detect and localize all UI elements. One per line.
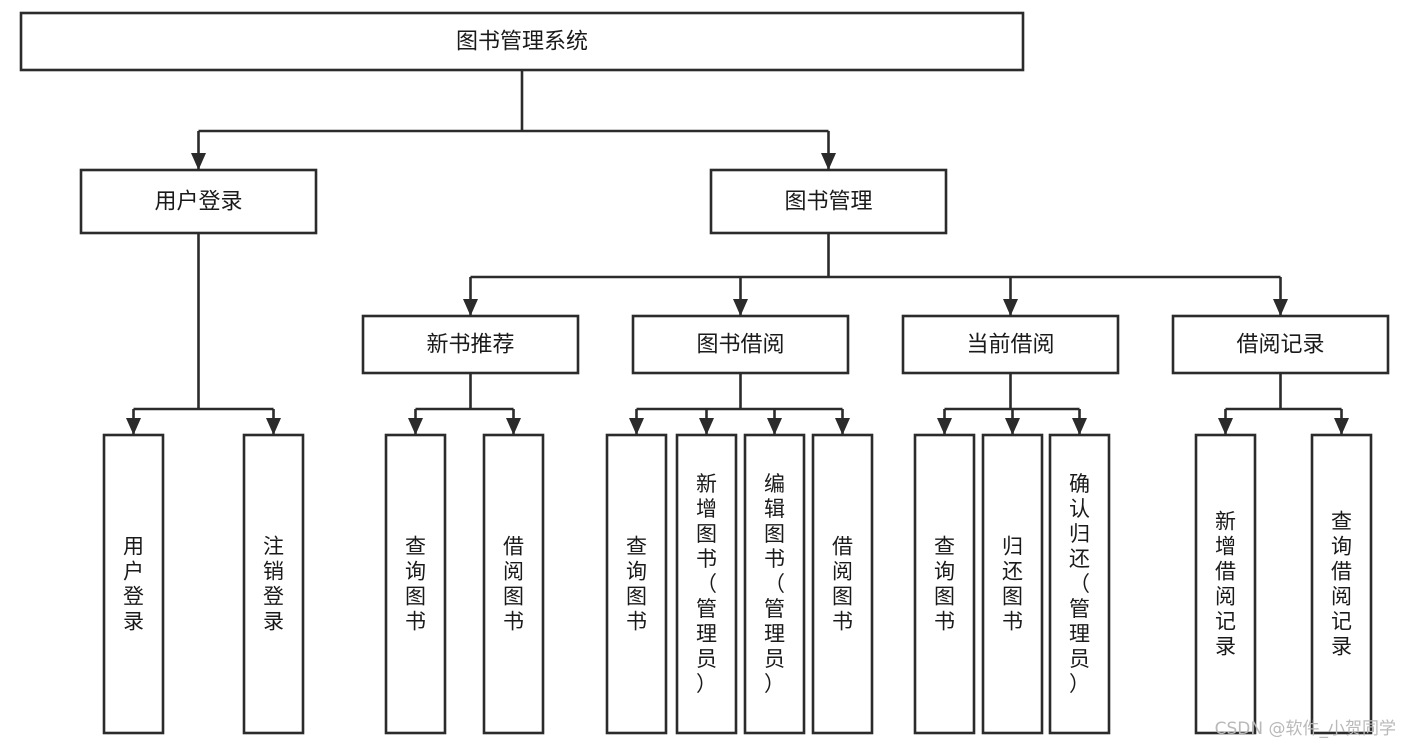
arrow-head-icon [408, 418, 423, 435]
node-label: 确认归还（管理员） [1069, 472, 1090, 696]
node-label: 注销登录 [263, 535, 284, 634]
arrow-head-icon [767, 418, 782, 435]
arrow-head-icon [937, 418, 952, 435]
connector-layer [126, 70, 1349, 435]
node-leaf-4[interactable]: 查询图书 [605, 433, 668, 735]
node-leaf-0[interactable]: 用户登录 [102, 433, 165, 735]
node-leaf-5[interactable]: 新增图书（管理员） [675, 433, 738, 735]
node-box [482, 433, 545, 735]
node-label: 查询图书 [405, 535, 426, 634]
node-root-0[interactable]: 图书管理系统 [19, 11, 1025, 72]
node-leaf-12[interactable]: 查询借阅记录 [1310, 433, 1373, 735]
node-label: 新增借阅记录 [1215, 510, 1236, 659]
node-level3-2[interactable]: 当前借阅 [901, 314, 1120, 375]
node-level3-1[interactable]: 图书借阅 [631, 314, 850, 375]
node-leaf-9[interactable]: 归还图书 [981, 433, 1044, 735]
arrow-head-icon [835, 418, 850, 435]
node-label: 图书管理系统 [456, 30, 588, 55]
arrow-head-icon [821, 153, 836, 170]
arrow-head-icon [1005, 418, 1020, 435]
arrow-head-icon [1003, 299, 1018, 316]
node-box [709, 168, 948, 235]
node-label: 图书借阅 [696, 333, 784, 358]
arrow-head-icon [506, 418, 521, 435]
arrow-head-icon [266, 418, 281, 435]
node-box [1310, 433, 1373, 735]
node-label: 查询图书 [934, 535, 955, 634]
node-box [361, 314, 580, 375]
node-box [1171, 314, 1390, 375]
node-label: 图书管理 [784, 190, 872, 215]
node-level3-0[interactable]: 新书推荐 [361, 314, 580, 375]
watermark-label: CSDN @软件_小贺同学 [1215, 719, 1396, 739]
node-box [913, 433, 976, 735]
node-label: 查询借阅记录 [1331, 510, 1352, 659]
node-box [79, 168, 318, 235]
node-leaf-10[interactable]: 确认归还（管理员） [1048, 433, 1111, 735]
arrow-head-icon [1334, 418, 1349, 435]
node-label: 编辑图书（管理员） [764, 472, 785, 696]
node-label: 新书推荐 [426, 333, 514, 358]
node-layer: 图书管理系统用户登录图书管理新书推荐图书借阅当前借阅借阅记录用户登录注销登录查询… [19, 11, 1390, 735]
node-box [19, 11, 1025, 72]
arrow-head-icon [463, 299, 478, 316]
node-box [675, 433, 738, 735]
node-box [631, 314, 850, 375]
node-box [1194, 433, 1257, 735]
node-box [102, 433, 165, 735]
node-box [743, 433, 806, 735]
node-leaf-6[interactable]: 编辑图书（管理员） [743, 433, 806, 735]
node-label: 用户登录 [123, 535, 144, 634]
node-leaf-7[interactable]: 借阅图书 [811, 433, 874, 735]
node-level3-3[interactable]: 借阅记录 [1171, 314, 1390, 375]
arrow-head-icon [1218, 418, 1233, 435]
node-level2-1[interactable]: 图书管理 [709, 168, 948, 235]
node-label: 用户登录 [154, 190, 242, 215]
node-level2-0[interactable]: 用户登录 [79, 168, 318, 235]
node-leaf-8[interactable]: 查询图书 [913, 433, 976, 735]
node-box [901, 314, 1120, 375]
arrow-head-icon [699, 418, 714, 435]
node-box [1048, 433, 1111, 735]
node-leaf-2[interactable]: 查询图书 [384, 433, 447, 735]
node-leaf-1[interactable]: 注销登录 [242, 433, 305, 735]
arrow-head-icon [1072, 418, 1087, 435]
node-box [981, 433, 1044, 735]
node-leaf-3[interactable]: 借阅图书 [482, 433, 545, 735]
node-leaf-11[interactable]: 新增借阅记录 [1194, 433, 1257, 735]
arrow-head-icon [733, 299, 748, 316]
node-box [811, 433, 874, 735]
arrow-head-icon [126, 418, 141, 435]
node-label: 查询图书 [626, 535, 647, 634]
node-box [242, 433, 305, 735]
node-box [605, 433, 668, 735]
node-label: 归还图书 [1002, 535, 1023, 634]
arrow-head-icon [191, 153, 206, 170]
node-label: 当前借阅 [966, 333, 1054, 358]
node-label: 借阅图书 [503, 535, 524, 634]
node-label: 新增图书（管理员） [696, 472, 717, 696]
arrow-head-icon [629, 418, 644, 435]
node-label: 借阅图书 [832, 535, 853, 634]
node-box [384, 433, 447, 735]
node-label: 借阅记录 [1236, 333, 1324, 358]
arrow-head-icon [1273, 299, 1288, 316]
